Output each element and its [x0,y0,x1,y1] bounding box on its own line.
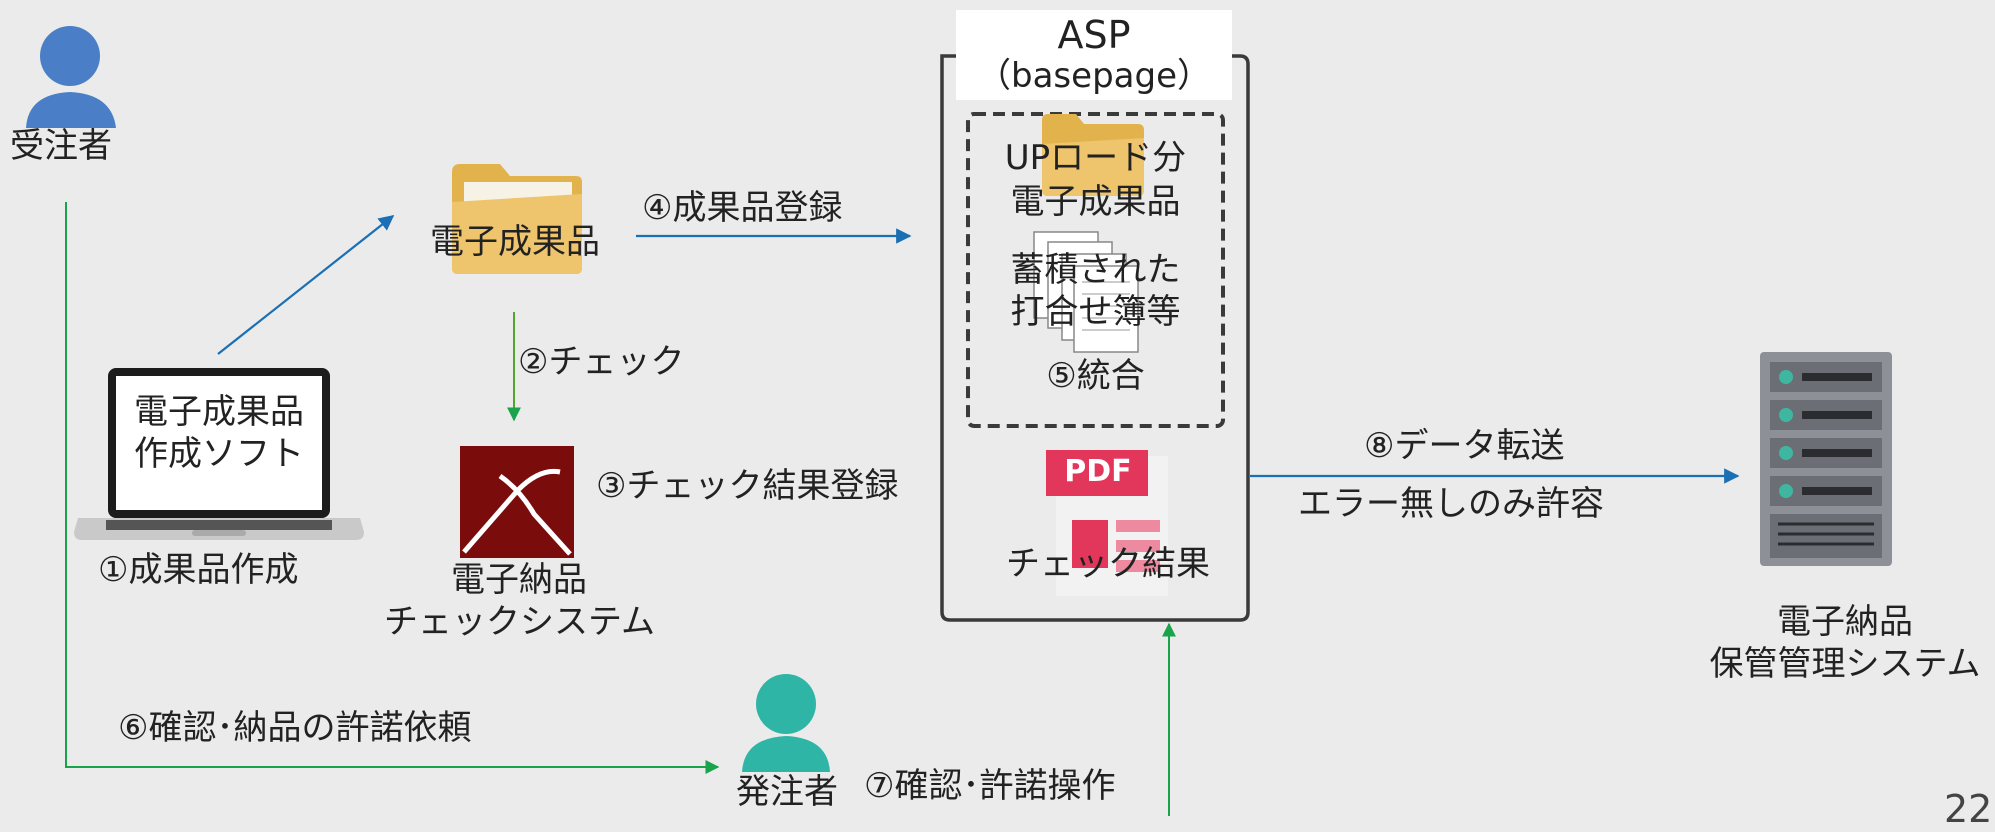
arrow-create-deliverable [217,215,395,355]
page-number: 22 [1944,787,1993,831]
asp-subtitle: （basepage） [977,56,1211,96]
asp-box [940,54,1250,622]
laptop-caption: ①成果品作成 [98,550,299,590]
asp-folder-icon [1042,114,1144,196]
asp-dashed-box [966,112,1225,428]
step-request-approval: ⑥確認･納品の許諾依頼 [118,708,472,748]
check-system-icon [460,446,574,558]
pdf-icon [1046,450,1168,596]
contractor-person-icon [26,26,116,128]
asp-stored-line2: 打合せ簿等 [1010,292,1181,332]
client-person-icon [742,674,830,772]
deliverable-label: 電子成果品 [430,222,600,262]
client-label: 発注者 [736,772,838,812]
step-register-deliverable: ④成果品登録 [642,188,843,228]
laptop-screen-line1: 電子成果品 [134,392,304,432]
check-system-line1: 電子納品 [451,560,587,600]
step-transfer: ⑧データ転送 [1364,426,1565,466]
laptop-icon [74,368,364,540]
asp-stored-line1: 蓄積された [1010,250,1181,290]
asp-title-block [956,10,1232,100]
contractor-label: 受注者 [10,126,112,166]
step-approve: ⑦確認･許諾操作 [864,766,1116,806]
asp-title: ASP [1057,13,1131,57]
asp-upload-line1: UPロード分 [1004,138,1187,178]
step-check: ②チェック [518,342,685,382]
folder-icon [452,164,582,274]
storage-line1: 電子納品 [1777,602,1913,642]
documents-icon [1033,231,1139,353]
arrow-request-approval [65,202,720,774]
step-register-result: ③チェック結果登録 [596,466,899,506]
asp-merge-label: ⑤統合 [1046,356,1145,396]
asp-check-result: チェック結果 [1006,544,1210,584]
step-transfer-note: エラー無しのみ許容 [1298,484,1604,524]
asp-upload-line2: 電子成果品 [1010,182,1181,222]
pdf-badge: PDF [1064,454,1132,489]
laptop-screen-line2: 作成ソフト [134,434,304,474]
storage-line2: 保管管理システム [1709,644,1981,684]
check-system-line2: チェックシステム [384,602,655,642]
server-icon [1760,352,1892,566]
